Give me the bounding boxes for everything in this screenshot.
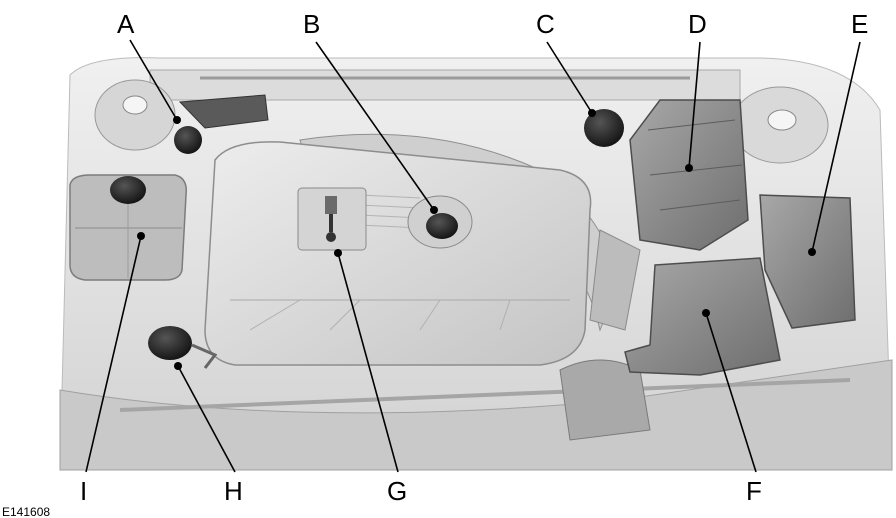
engine-bay-illustration	[59, 57, 893, 471]
callout-g: G	[387, 476, 407, 506]
leader-f	[705, 312, 757, 473]
leader-b	[315, 41, 435, 211]
leader-a-dot	[173, 116, 181, 124]
leader-d	[688, 41, 701, 169]
callout-h: H	[224, 476, 243, 506]
leader-h-dot	[174, 362, 182, 370]
leader-e	[811, 41, 861, 253]
callout-c: C	[536, 9, 555, 39]
leader-e-dot	[808, 248, 816, 256]
callout-d: D	[688, 9, 707, 39]
callout-e: E	[851, 9, 868, 39]
leader-i	[85, 235, 142, 473]
leader-g-dot	[334, 249, 342, 257]
callout-labels: A B C D E I H G F	[80, 9, 868, 506]
leader-h	[177, 365, 236, 473]
leader-i-dot	[137, 232, 145, 240]
leader-lines	[85, 39, 861, 473]
leader-a	[129, 39, 178, 121]
callout-b: B	[303, 9, 320, 39]
callout-a: A	[117, 9, 135, 39]
callout-i: I	[80, 476, 87, 506]
leader-b-dot	[430, 206, 438, 214]
figure-id: E141608	[2, 505, 50, 518]
leader-c	[546, 41, 593, 114]
leader-c-dot	[588, 109, 596, 117]
leader-f-dot	[702, 309, 710, 317]
leader-g	[337, 252, 399, 473]
leader-d-dot	[685, 164, 693, 172]
callout-f: F	[746, 476, 762, 506]
